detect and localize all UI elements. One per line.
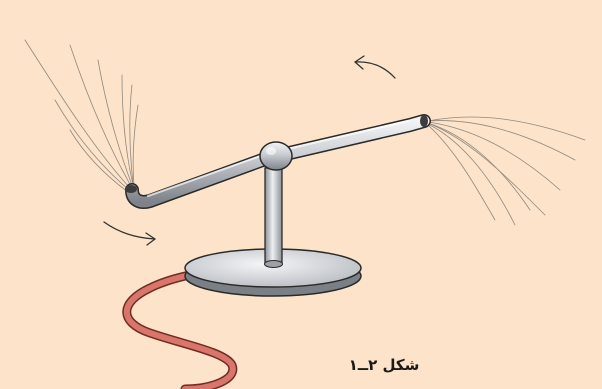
sprinkler-stand xyxy=(265,168,283,268)
figure-caption: شکل ۲ــ۱ xyxy=(338,356,430,374)
pivot-joint xyxy=(260,142,292,170)
left-water-spray xyxy=(25,40,138,192)
curved-arrow-icon xyxy=(104,222,155,245)
curved-arrow-icon xyxy=(355,56,395,78)
right-water-spray xyxy=(428,117,585,225)
